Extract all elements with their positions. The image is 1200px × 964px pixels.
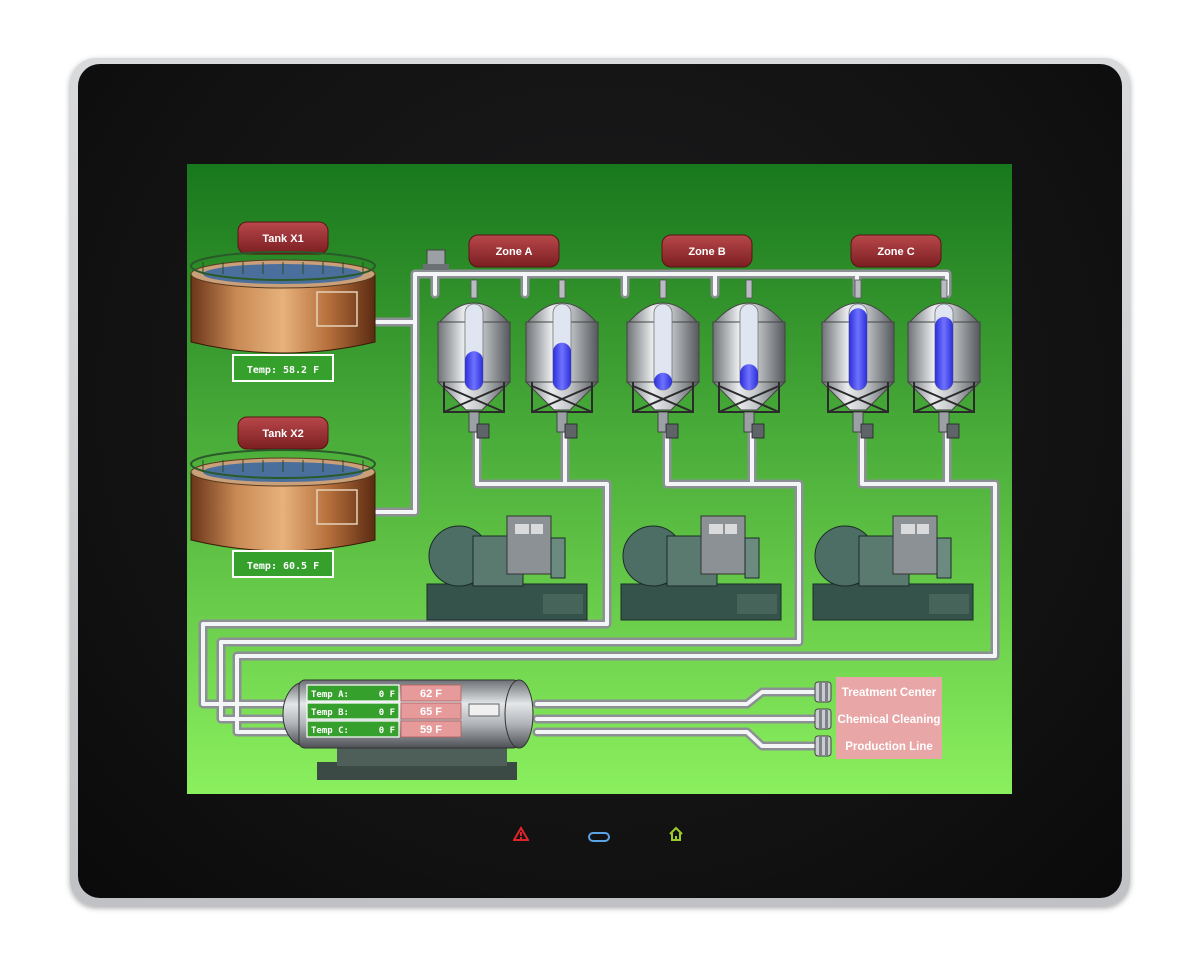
exchanger-row-a-reading: 62 F <box>420 688 442 700</box>
zone-label-b[interactable]: Zone B <box>661 234 753 268</box>
status-indicator <box>588 830 610 848</box>
tank-label-x1-text: Tank X1 <box>262 233 303 245</box>
silo-c2-level <box>935 316 953 390</box>
zone-label-c[interactable]: Zone C <box>850 234 942 268</box>
silo-a1-level <box>465 351 483 390</box>
exchanger-row-a: Temp A: 0 F 62 F <box>306 684 462 702</box>
tank-label-x2-text: Tank X2 <box>262 428 303 440</box>
exchanger-row-b-value: 0 F <box>379 708 395 718</box>
destination-treatment-center[interactable]: Treatment Center <box>842 687 937 699</box>
zone-label-b-text: Zone B <box>688 246 725 258</box>
silo-c2[interactable] <box>906 279 982 439</box>
home-indicator[interactable] <box>668 826 684 847</box>
silo-c1-level <box>849 308 867 390</box>
destinations-panel <box>836 677 942 759</box>
exchanger-row-c-label: Temp C: <box>311 726 349 736</box>
tank-x1-temp-display: Temp: 58.2 F <box>232 354 334 382</box>
heat-exchanger: Temp A: 0 F 62 F Temp B: 0 F 65 F Temp C: 0 F 59… <box>282 679 534 780</box>
silo-b1-level <box>654 372 672 390</box>
tank-x1-temp-text: Temp: 58.2 F <box>247 365 319 376</box>
tank-x1[interactable] <box>190 251 376 354</box>
destination-chemical-cleaning[interactable]: Chemical Cleaning <box>838 714 941 726</box>
pipe-coupling-icon <box>814 708 832 730</box>
exchanger-row-c-value: 0 F <box>379 726 395 736</box>
home-icon[interactable] <box>668 826 684 842</box>
silo-a1[interactable] <box>436 279 512 439</box>
pipe-coupling-icon <box>814 681 832 703</box>
tank-label-x2[interactable]: Tank X2 <box>237 416 329 450</box>
destination-0-label: Treatment Center <box>842 687 937 699</box>
exchanger-row-b-reading: 65 F <box>420 706 442 718</box>
zone-label-c-text: Zone C <box>877 246 914 258</box>
pipe-network <box>198 269 1000 751</box>
exchanger-row-a-value: 0 F <box>379 690 395 700</box>
pump-motor-a[interactable] <box>426 515 588 621</box>
tank-label-x1[interactable]: Tank X1 <box>237 221 329 255</box>
silo-a2-level <box>553 342 571 390</box>
alarm-indicator <box>512 826 530 847</box>
exchanger-row-b-label: Temp B: <box>311 708 349 718</box>
exchanger-row-b: Temp B: 0 F 65 F <box>306 702 462 720</box>
tank-x2-temp-display: Temp: 60.5 F <box>232 550 334 578</box>
zone-label-a-text: Zone A <box>496 246 533 258</box>
pump-motor-b[interactable] <box>620 515 782 621</box>
zone-label-a[interactable]: Zone A <box>468 234 560 268</box>
tank-x2-temp-text: Temp: 60.5 F <box>247 561 319 572</box>
silo-b2[interactable] <box>711 279 787 439</box>
destination-production-line[interactable]: Production Line <box>845 741 933 753</box>
pump-motor-c[interactable] <box>812 515 974 621</box>
hmi-screen: Tank X1 Temp: 58.2 F Tank X2 Temp: 60.5 F Z… <box>187 164 1012 794</box>
silo-c1[interactable] <box>820 279 896 439</box>
silo-a2[interactable] <box>524 279 600 439</box>
tank-x2[interactable] <box>190 449 376 552</box>
alarm-icon <box>512 826 530 841</box>
valve-icon[interactable] <box>423 249 449 270</box>
exchanger-row-c-reading: 59 F <box>420 724 442 736</box>
status-icon <box>588 832 610 842</box>
exchanger-row-a-label: Temp A: <box>311 690 349 700</box>
silo-b1[interactable] <box>625 279 701 439</box>
silo-b2-level <box>740 364 758 390</box>
destination-2-label: Production Line <box>845 741 933 753</box>
pipe-coupling-icon <box>814 735 832 757</box>
exchanger-row-c: Temp C: 0 F 59 F <box>306 720 462 738</box>
destination-1-label: Chemical Cleaning <box>838 714 941 726</box>
